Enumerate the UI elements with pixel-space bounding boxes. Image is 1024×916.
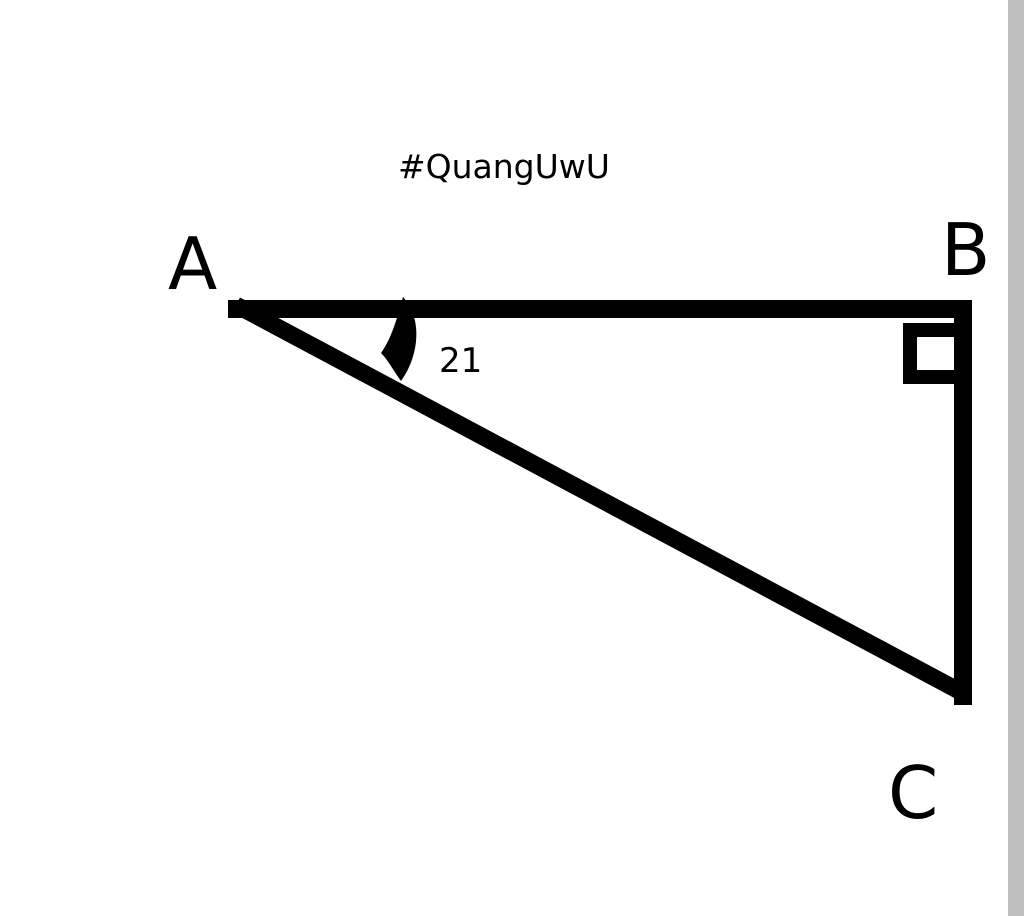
angle-arc-a bbox=[381, 297, 417, 381]
triangle-sides bbox=[228, 297, 972, 705]
right-angle-marker bbox=[903, 323, 963, 384]
vertex-label-a: A bbox=[168, 222, 217, 306]
vertex-label-b: B bbox=[941, 208, 990, 292]
vertex-label-c: C bbox=[888, 751, 938, 835]
right-edge-strip bbox=[1008, 0, 1024, 916]
watermark-text: #QuangUwU bbox=[398, 147, 610, 186]
angle-label: 21 bbox=[439, 341, 482, 381]
side-ac bbox=[231, 297, 968, 701]
